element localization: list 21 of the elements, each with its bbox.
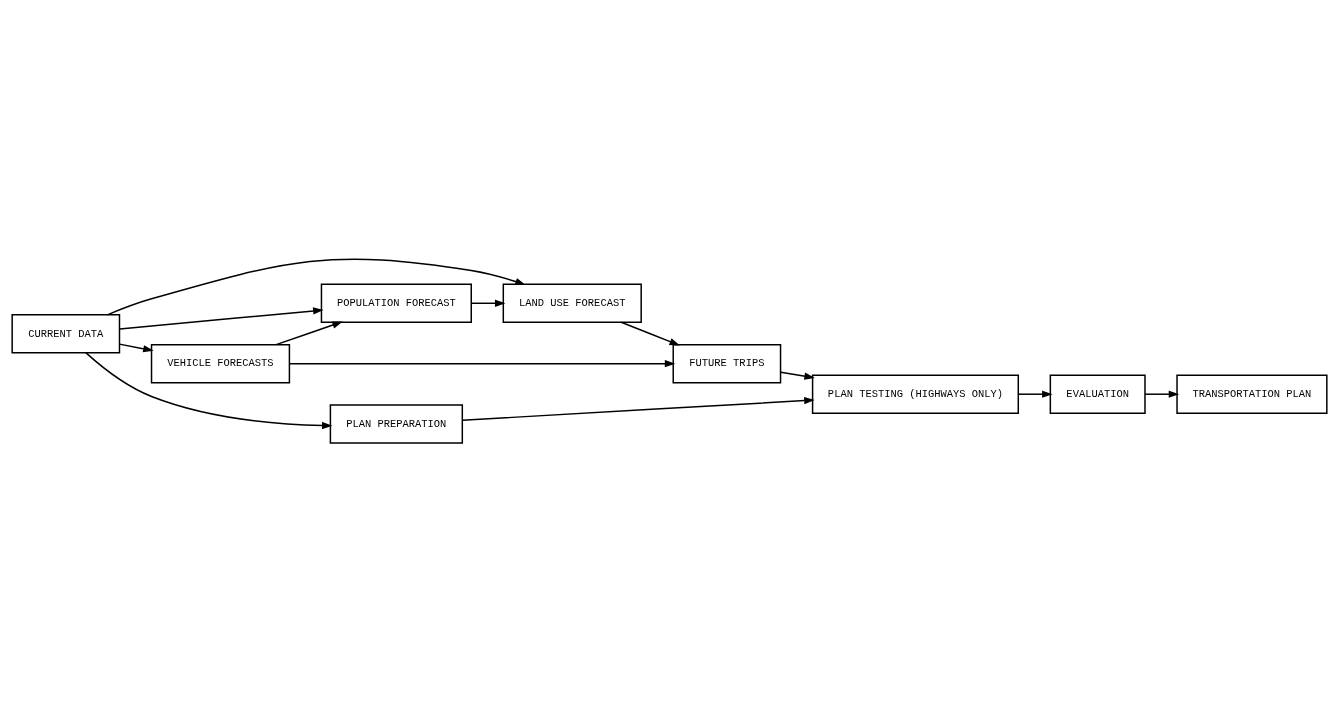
arrow xyxy=(1144,390,1180,398)
node-box: PLAN PREPARATION xyxy=(329,404,464,444)
arrow xyxy=(1017,390,1053,398)
arrow xyxy=(106,258,526,316)
node-box: POPULATION FORECAST xyxy=(320,283,472,324)
arrow xyxy=(275,321,343,346)
node-box: CURRENT DATA xyxy=(11,314,121,354)
arrow xyxy=(288,360,676,368)
arrow xyxy=(470,299,506,307)
node-box: EVALUATION xyxy=(1049,374,1146,414)
node-box: LAND USE FORECAST xyxy=(502,283,642,324)
node-box: TRANSPORTATION PLAN xyxy=(1176,374,1328,414)
node-box: VEHICLE FORECASTS xyxy=(150,343,291,384)
arrow xyxy=(461,396,815,421)
arrow xyxy=(118,343,154,353)
arrow xyxy=(85,352,333,430)
arrow xyxy=(780,371,815,380)
node-box: FUTURE TRIPS xyxy=(672,343,782,384)
arrow xyxy=(119,307,324,330)
node-box: PLAN TESTING (HIGHWAYS ONLY) xyxy=(811,374,1020,414)
arrow xyxy=(620,321,680,346)
